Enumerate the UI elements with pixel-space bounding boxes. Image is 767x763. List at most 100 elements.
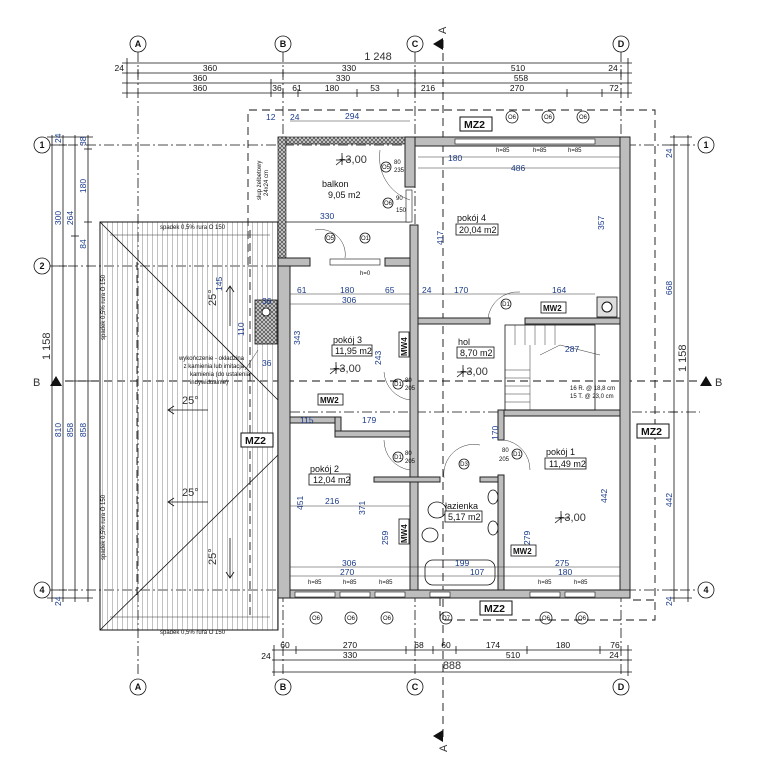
- dimension-chain-bottom: 60 270 68 60 174 180 76 24 330 510 24 88…: [261, 640, 632, 676]
- svg-text:60: 60: [441, 640, 451, 650]
- section-marker-A-top: A: [433, 26, 449, 50]
- svg-text:61: 61: [292, 83, 302, 93]
- svg-text:1: 1: [39, 140, 44, 150]
- svg-text:16 R. @ 18,8 cm: 16 R. @ 18,8 cm: [570, 386, 615, 392]
- room-area: 8,70 m2: [460, 348, 493, 358]
- svg-text:4: 4: [703, 585, 708, 595]
- svg-text:MZ2: MZ2: [641, 426, 662, 438]
- svg-text:110: 110: [236, 322, 246, 336]
- svg-text:+3,00: +3,00: [339, 154, 367, 166]
- grid-bubble-D: D: [612, 35, 630, 53]
- svg-text:90: 90: [396, 196, 403, 202]
- svg-text:294: 294: [345, 111, 359, 121]
- svg-text:h=0: h=0: [360, 271, 371, 277]
- cladding-note: wykończenie - okładzina z kamienia lub i…: [178, 349, 259, 386]
- svg-text:h=85: h=85: [533, 148, 547, 154]
- svg-text:306: 306: [342, 295, 356, 305]
- svg-text:180: 180: [448, 153, 462, 163]
- grid-bubble-1: 1: [33, 136, 51, 154]
- svg-text:MW2: MW2: [320, 396, 339, 405]
- svg-text:indywidualnie): indywidualnie): [190, 380, 228, 386]
- svg-text:D3: D3: [460, 462, 468, 468]
- svg-text:D: D: [618, 682, 625, 692]
- svg-text:24: 24: [609, 650, 619, 660]
- column-note: słup żelbetowy 24x24 cm: [257, 161, 270, 200]
- svg-text:451: 451: [295, 496, 305, 510]
- room-pokoj-1: pokój 1 11,49 m2: [544, 447, 587, 470]
- svg-text:888: 888: [443, 660, 461, 672]
- svg-text:h=85: h=85: [343, 580, 357, 586]
- svg-text:O6: O6: [383, 616, 392, 622]
- tag-mz2-right: MZ2: [636, 423, 670, 439]
- svg-text:2: 2: [39, 261, 44, 271]
- svg-text:24: 24: [664, 596, 674, 606]
- room-name: pokój 1: [546, 447, 575, 457]
- svg-text:1 158: 1 158: [41, 332, 53, 360]
- room-area: 5,17 m2: [448, 512, 481, 522]
- svg-text:80: 80: [405, 378, 412, 384]
- grid-bubble-D-bottom: D: [612, 678, 630, 696]
- svg-text:C: C: [412, 682, 419, 692]
- svg-text:279: 279: [522, 531, 532, 545]
- svg-text:24: 24: [53, 596, 63, 606]
- dimension-chain-right: 24 668 442 24 1 158: [664, 135, 692, 606]
- svg-text:270: 270: [510, 83, 524, 93]
- svg-text:330: 330: [342, 63, 356, 73]
- grid-bubble-4-right: 4: [697, 581, 715, 599]
- grid-bubble-A-bottom: A: [129, 678, 147, 696]
- svg-text:O6: O6: [542, 616, 551, 622]
- svg-text:243: 243: [373, 351, 383, 365]
- room-lazienka: łazienka 5,17 m2: [444, 501, 483, 523]
- svg-text:25°: 25°: [207, 548, 219, 565]
- svg-text:371: 371: [357, 501, 367, 515]
- svg-text:O6: O6: [544, 115, 553, 121]
- svg-text:264: 264: [65, 211, 75, 225]
- svg-text:80: 80: [394, 160, 401, 166]
- svg-text:510: 510: [506, 650, 520, 660]
- svg-text:B: B: [280, 682, 287, 692]
- svg-text:199: 199: [455, 558, 469, 568]
- svg-text:A: A: [135, 682, 142, 692]
- svg-text:343: 343: [292, 331, 302, 345]
- roof-outline: [247, 109, 656, 621]
- svg-text:810: 810: [53, 423, 63, 437]
- svg-text:wykończenie - okładzina: wykończenie - okładzina: [178, 356, 245, 362]
- svg-text:O6: O6: [312, 616, 321, 622]
- svg-text:h=85: h=85: [538, 580, 552, 586]
- svg-text:300: 300: [53, 211, 63, 225]
- room-pokoj-2: pokój 2 12,04 m2: [308, 464, 351, 486]
- svg-text:68: 68: [414, 640, 424, 650]
- svg-text:330: 330: [336, 73, 350, 83]
- svg-text:24: 24: [261, 651, 271, 661]
- svg-text:O6: O6: [347, 616, 356, 622]
- svg-text:O6: O6: [384, 201, 393, 207]
- tag-mw4: MW4: [398, 331, 410, 358]
- svg-text:h=85: h=85: [568, 148, 582, 154]
- svg-text:558: 558: [514, 73, 528, 83]
- svg-text:kamienia (do ustalenia: kamienia (do ustalenia: [190, 372, 251, 378]
- svg-text:180: 180: [325, 83, 339, 93]
- svg-text:205: 205: [405, 459, 416, 465]
- svg-text:O5: O5: [326, 236, 335, 242]
- staircase: 16 R. @ 18,8 cm 15 T. @ 23,0 cm 287: [504, 324, 615, 411]
- svg-text:+3,00: +3,00: [558, 512, 586, 524]
- svg-text:287: 287: [565, 344, 579, 354]
- room-area: 12,04 m2: [313, 475, 351, 485]
- svg-text:36: 36: [262, 296, 272, 306]
- svg-text:15 T. @ 23,0 cm: 15 T. @ 23,0 cm: [570, 394, 614, 400]
- tag-mw4: MW4: [398, 518, 410, 545]
- svg-text:180: 180: [340, 285, 354, 295]
- gutter-note-bottom: spadek 0,5% rura O 150: [160, 630, 226, 636]
- svg-text:O1: O1: [361, 236, 370, 242]
- svg-text:180: 180: [556, 640, 570, 650]
- svg-text:MZ2: MZ2: [245, 435, 266, 447]
- tag-mz2-bottom: MZ2: [479, 600, 513, 616]
- room-name: pokój 2: [310, 464, 339, 474]
- svg-text:306: 306: [342, 558, 356, 568]
- grid-bubble-4: 4: [33, 581, 51, 599]
- grid-bubble-C-bottom: C: [406, 678, 424, 696]
- room-balkon: balkon 9,05 m2: [322, 179, 361, 200]
- svg-text:A: A: [437, 26, 449, 34]
- tag-mw2: MW2: [510, 544, 537, 557]
